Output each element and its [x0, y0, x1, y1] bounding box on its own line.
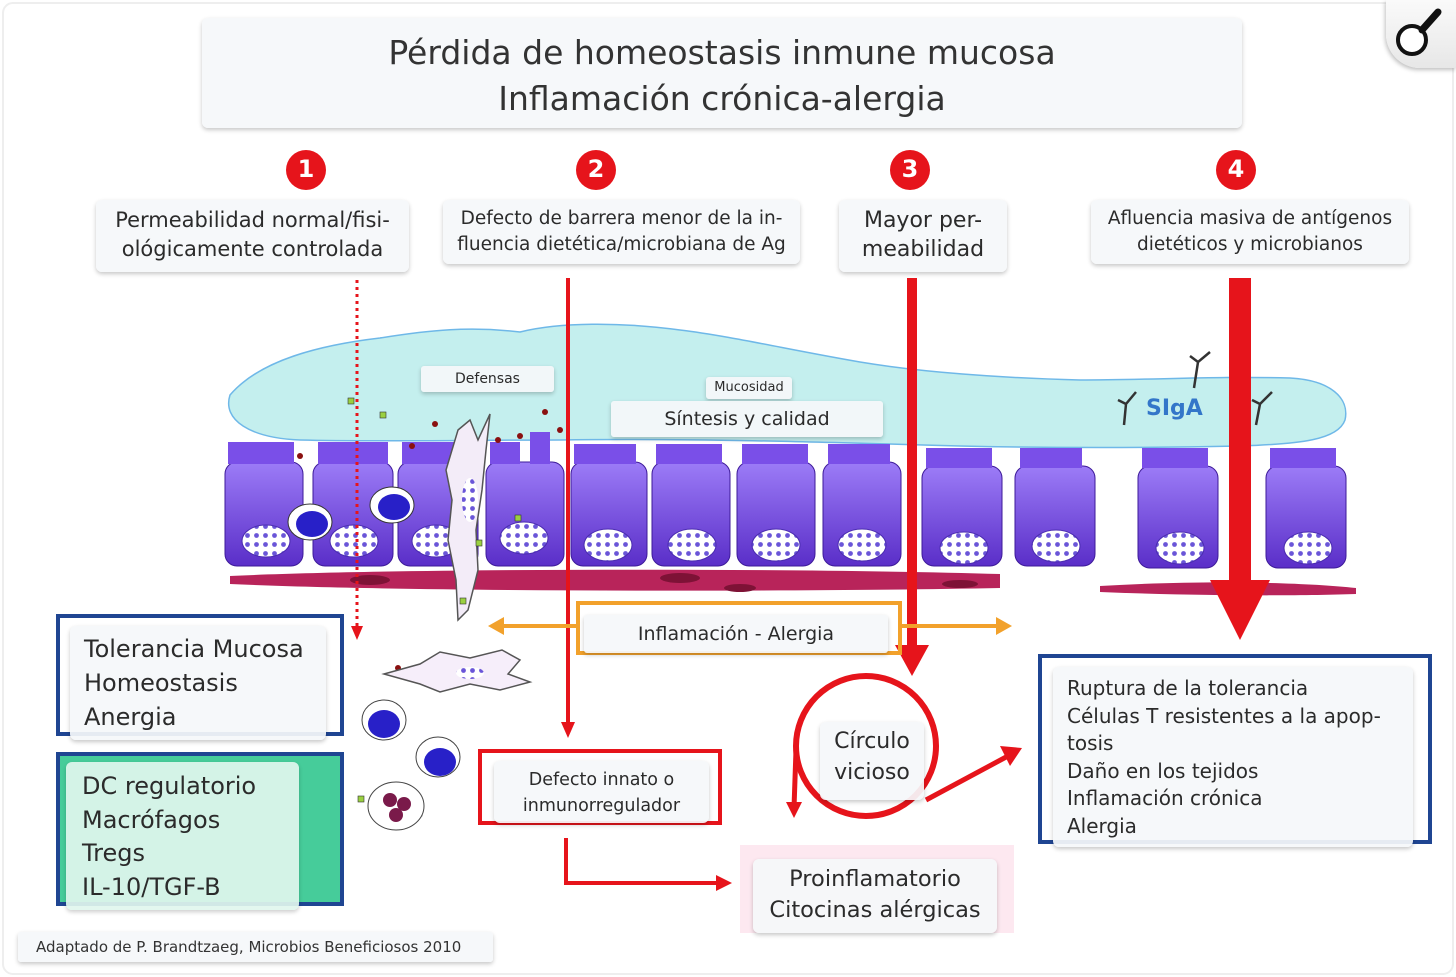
tolerancia-card: Tolerancia Mucosa Homeostasis Anergia	[70, 626, 326, 740]
magnifier-icon	[1396, 8, 1442, 56]
step-1-number: 1	[297, 155, 315, 183]
mucosidad-label: Mucosidad	[706, 377, 792, 399]
step-1-card: Permeabilidad normal/fisi- ológicamente …	[96, 200, 409, 272]
defecto-innato-card: Defecto innato o inmunorregulador	[494, 761, 709, 823]
step-2-number: 2	[587, 155, 605, 183]
diagram-title: Pérdida de homeostasis inmune mucosa Inf…	[202, 18, 1242, 128]
basement-membrane	[230, 569, 1000, 591]
defensas-label: Defensas	[421, 366, 554, 392]
source-credit: Adaptado de P. Brandtzaeg, Microbios Ben…	[18, 932, 493, 962]
title-line-2: Inflamación crónica-alergia	[498, 79, 946, 118]
siga-label: SIgA	[1146, 396, 1203, 421]
title-line-1: Pérdida de homeostasis inmune mucosa	[388, 33, 1056, 72]
zoom-button[interactable]	[1386, 0, 1456, 68]
step-2-card: Defecto de barrera menor de la in- fluen…	[443, 200, 800, 264]
regulatorio-card: DC regulatorio Macrófagos Tregs IL-10/TG…	[66, 762, 299, 910]
step-number-markers	[286, 150, 1256, 190]
circulo-vicioso-card: Círculo vicioso	[820, 722, 924, 800]
sintesis-label: Síntesis y calidad	[611, 401, 883, 437]
step-3-card: Mayor per- meabilidad	[839, 200, 1007, 272]
step-3-number: 3	[901, 155, 919, 183]
step-4-card: Afluencia masiva de antígenos dietéticos…	[1091, 200, 1409, 264]
ruptura-card: Ruptura de la tolerancia Células T resis…	[1053, 667, 1413, 847]
proinflamatorio-card: Proinflamatorio Citocinas alérgicas	[753, 859, 997, 933]
siga-antibodies	[1117, 351, 1273, 426]
inflamacion-alergia-label: Inflamación - Alergia	[584, 615, 888, 653]
step-4-number: 4	[1227, 155, 1245, 183]
